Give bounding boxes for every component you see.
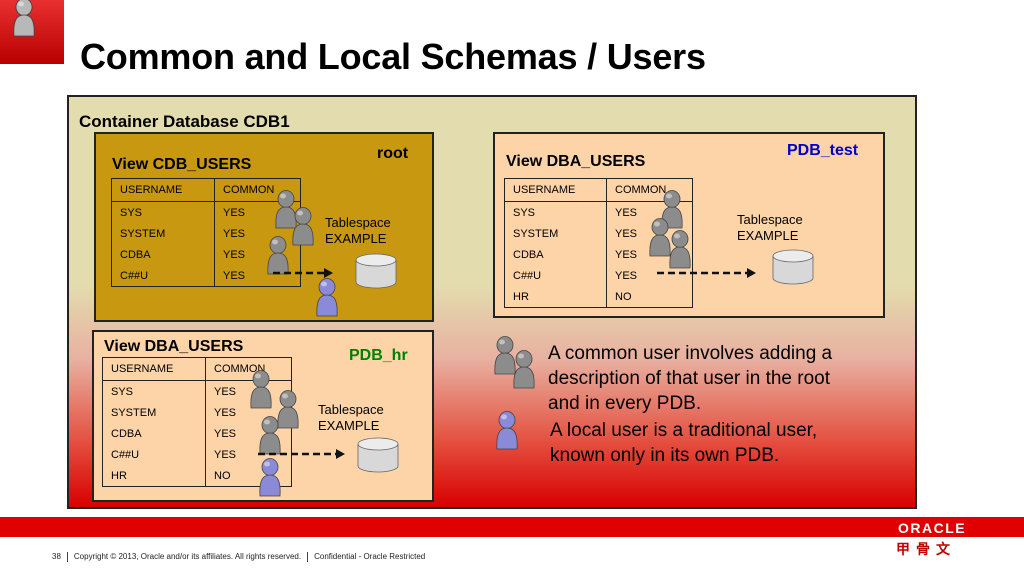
common-cell: YES <box>615 227 638 240</box>
legend-text-line: and in every PDB. <box>548 393 702 414</box>
column-header-common: COMMON <box>606 178 693 202</box>
footer-separator <box>66 552 68 562</box>
common-cell: YES <box>214 385 237 398</box>
confidentiality-notice: Confidential - Oracle Restricted <box>314 552 426 562</box>
username-cell: SYS <box>111 201 215 223</box>
table-row: C##U YES <box>111 265 301 287</box>
username-cell: SYSTEM <box>111 223 215 244</box>
common-cell: YES <box>615 206 638 219</box>
table-row: SYSTEM YES <box>102 402 292 423</box>
legend-text-line: A local user is a traditional user, <box>550 420 818 441</box>
table-row: HR NO <box>504 286 693 308</box>
table-header-row: USERNAME COMMON <box>111 178 301 202</box>
copyright-notice: Copyright © 2013, Oracle and/or its affi… <box>73 552 302 562</box>
pdb-hr-label: PDB_hr <box>349 347 408 364</box>
column-header-username: USERNAME <box>111 178 215 202</box>
table-header-row: USERNAME COMMON <box>504 178 693 202</box>
tablespace-label-line: Tablespace <box>737 212 803 227</box>
tablespace-name: EXAMPLE <box>737 228 799 243</box>
tablespace-name: EXAMPLE <box>325 231 387 246</box>
table-row: SYSTEM YES <box>504 223 693 244</box>
oracle-logo-chinese: 甲骨文 <box>896 541 956 557</box>
container-database-title: Container Database CDB1 <box>79 112 290 131</box>
username-cell: C##U <box>111 265 215 287</box>
username-cell: C##U <box>102 444 206 465</box>
username-cell: SYS <box>102 380 206 402</box>
pdb-test-dba-users-table: USERNAME COMMON SYS YES SYSTEM YES CDBA YES… <box>504 178 693 308</box>
table-row: HR NO <box>102 465 292 487</box>
common-cell: YES <box>223 206 246 219</box>
table-row: SYSTEM YES <box>111 223 301 244</box>
legend-text-line: A common user involves adding a <box>548 343 833 364</box>
page-number: 38 <box>52 552 61 562</box>
table-row: CDBA YES <box>504 244 693 265</box>
username-cell: SYSTEM <box>102 402 206 423</box>
username-cell: SYSTEM <box>504 223 607 244</box>
common-cell: YES <box>615 269 638 282</box>
username-cell: HR <box>504 286 607 308</box>
table-row: CDBA YES <box>111 244 301 265</box>
table-row: SYS YES <box>504 201 693 223</box>
root-tablespace-label: Tablespace EXAMPLE <box>325 215 391 247</box>
pdb-test-tablespace-label: Tablespace EXAMPLE <box>737 212 803 244</box>
brand-corner-block <box>0 0 64 64</box>
common-cell: YES <box>214 406 237 419</box>
common-cell: NO <box>214 469 231 482</box>
pdb-hr-view-title: View DBA_USERS <box>104 338 244 355</box>
username-cell: CDBA <box>504 244 607 265</box>
common-cell: YES <box>223 269 246 282</box>
table-row: C##U YES <box>102 444 292 465</box>
common-cell: NO <box>615 290 632 303</box>
tablespace-label-line: Tablespace <box>318 402 384 417</box>
username-cell: SYS <box>504 201 607 223</box>
table-row: C##U YES <box>504 265 693 286</box>
username-cell: CDBA <box>102 423 206 444</box>
common-cell: YES <box>214 427 237 440</box>
footer-separator <box>307 552 309 562</box>
root-label: root <box>377 145 409 162</box>
pdb-hr-dba-users-table: USERNAME COMMON SYS YES SYSTEM YES CDBA YES… <box>102 357 292 487</box>
footer-text: 38 Copyright © 2013, Oracle and/or its af… <box>52 552 425 562</box>
table-row: SYS YES <box>102 380 292 402</box>
pdb-hr-tablespace-label: Tablespace EXAMPLE <box>318 402 384 434</box>
common-cell: YES <box>615 248 638 261</box>
pdb-test-label: PDB_test <box>787 142 859 159</box>
tablespace-name: EXAMPLE <box>318 418 380 433</box>
column-header-username: USERNAME <box>102 357 206 381</box>
footer-red-bar <box>0 517 1024 537</box>
local-user-description: A local user is a traditional user, know… <box>550 418 817 468</box>
table-row: SYS YES <box>111 201 301 223</box>
root-view-title: View CDB_USERS <box>112 156 252 173</box>
common-cell: YES <box>223 227 246 240</box>
legend-text-line: known only in its own PDB. <box>550 445 780 466</box>
table-row: CDBA YES <box>102 423 292 444</box>
legend-text-line: description of that user in the root <box>548 368 830 389</box>
column-header-common: COMMON <box>205 357 292 381</box>
slide-title: Common and Local Schemas / Users <box>80 36 706 77</box>
common-cell: YES <box>223 248 246 261</box>
table-header-row: USERNAME COMMON <box>102 357 292 381</box>
username-cell: C##U <box>504 265 607 286</box>
pdb-test-view-title: View DBA_USERS <box>506 153 646 170</box>
column-header-username: USERNAME <box>504 178 607 202</box>
username-cell: HR <box>102 465 206 487</box>
column-header-common: COMMON <box>214 178 301 202</box>
common-user-description: A common user involves adding a descript… <box>548 341 832 416</box>
cdb-users-table: USERNAME COMMON SYS YES SYSTEM YES CDBA YES… <box>111 178 301 287</box>
oracle-logo: ORACLE <box>898 520 967 536</box>
tablespace-label-line: Tablespace <box>325 215 391 230</box>
username-cell: CDBA <box>111 244 215 265</box>
common-cell: YES <box>214 448 237 461</box>
